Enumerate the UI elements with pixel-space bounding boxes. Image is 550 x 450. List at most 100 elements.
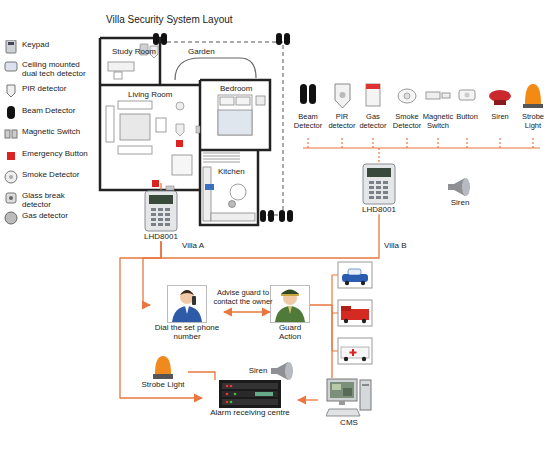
circle-shape — [226, 401, 229, 404]
legend-text: Glass break detector — [22, 191, 92, 209]
rect-shape — [383, 191, 388, 194]
device-node: Siren — [248, 360, 298, 382]
rect-shape — [338, 338, 372, 364]
svg-shape — [4, 106, 18, 120]
svg-shape — [4, 191, 18, 205]
rect-shape — [158, 218, 163, 221]
rect-shape — [442, 93, 450, 98]
rect-shape — [7, 106, 15, 119]
circle-shape — [344, 319, 348, 323]
rect-shape — [330, 382, 354, 398]
circle-shape — [465, 93, 470, 98]
rect-shape — [219, 380, 281, 408]
svg-shape — [4, 149, 18, 163]
rect-shape — [383, 196, 388, 199]
legend-symbol — [4, 211, 22, 229]
path-shape — [332, 275, 338, 351]
legend-text: Smoke Detector — [22, 170, 92, 179]
rect-shape — [151, 208, 156, 211]
circle-shape — [5, 171, 17, 183]
signal-line — [161, 214, 379, 258]
rect-shape — [203, 167, 211, 221]
rect-shape — [220, 97, 234, 105]
signal-line — [143, 241, 161, 305]
svg-shape — [4, 211, 18, 225]
edge-label: Advise guard to contact the owner — [206, 289, 280, 306]
rect-shape — [284, 33, 290, 45]
circle-shape — [404, 93, 410, 99]
legend-symbol — [4, 40, 22, 58]
rect-shape — [5, 130, 10, 138]
svg-shape — [362, 163, 396, 205]
legend-symbol — [4, 60, 22, 78]
rect-shape — [327, 379, 357, 401]
device-node: Guard Action — [270, 285, 310, 341]
rect-shape — [222, 383, 278, 389]
g-shape — [151, 208, 170, 226]
node-text: LHD8001 — [144, 232, 178, 241]
rect-shape — [8, 42, 14, 45]
walls — [100, 38, 270, 225]
svg-shape — [270, 285, 310, 323]
rect-shape — [222, 399, 278, 405]
rect-shape — [332, 384, 341, 390]
svg-shape — [4, 40, 18, 54]
label-text: Gas detector — [356, 113, 390, 130]
rect-shape — [426, 92, 440, 99]
rect-shape — [165, 213, 170, 216]
node-text: Alarm receiving centre — [210, 408, 290, 417]
circle-shape — [230, 401, 233, 404]
rect-shape — [166, 186, 174, 190]
path-shape — [172, 306, 202, 322]
device-icon — [269, 360, 297, 382]
device-icon — [151, 354, 175, 380]
path-shape — [308, 138, 533, 163]
circle-shape — [5, 212, 17, 224]
node-text: CMS — [340, 418, 358, 427]
rect-shape — [151, 213, 156, 216]
path-shape — [185, 306, 189, 314]
rect-shape — [158, 223, 163, 226]
path-shape — [281, 290, 299, 297]
rect-shape — [168, 286, 207, 323]
path-shape — [303, 147, 540, 148]
legend-symbol — [4, 106, 22, 124]
rect-shape — [114, 72, 122, 79]
node-text: Dial the set phone number — [150, 323, 224, 341]
label-text: Smoke Detector — [390, 113, 424, 130]
signal-line — [310, 305, 332, 378]
circle-shape — [340, 92, 346, 98]
label-text: Villa A — [182, 241, 218, 250]
svg-shape — [4, 170, 18, 184]
rect-shape — [367, 168, 391, 177]
villa-b-bus — [303, 138, 540, 163]
svg-shape — [446, 176, 474, 198]
furniture — [106, 62, 265, 221]
path-shape — [203, 153, 240, 162]
villa-b-devices — [300, 84, 543, 108]
rect-shape — [369, 181, 374, 184]
rect-shape — [161, 33, 167, 45]
device-node: Alarm receiving centre — [202, 380, 298, 417]
rect-shape — [218, 95, 252, 135]
node-text: LHD8001 — [362, 205, 396, 214]
node-text: Siren — [451, 198, 470, 207]
node-text: Strobe Light — [141, 380, 184, 389]
rect-shape — [158, 208, 163, 211]
rect-shape — [338, 262, 372, 288]
rect-shape — [172, 155, 192, 175]
label-text: Magnetic Switch — [421, 113, 455, 130]
rect-shape — [383, 181, 388, 184]
rect-shape — [236, 97, 250, 105]
g-shape — [226, 385, 233, 404]
rect-shape — [523, 104, 543, 108]
rect-shape — [376, 191, 381, 194]
legend-symbol — [4, 127, 22, 145]
device-node: LHD8001 — [355, 163, 403, 214]
circle-shape — [362, 319, 366, 323]
rect-shape — [343, 388, 352, 396]
rect-shape — [151, 223, 156, 226]
circle-shape — [9, 196, 13, 200]
response-vehicles — [332, 262, 372, 364]
